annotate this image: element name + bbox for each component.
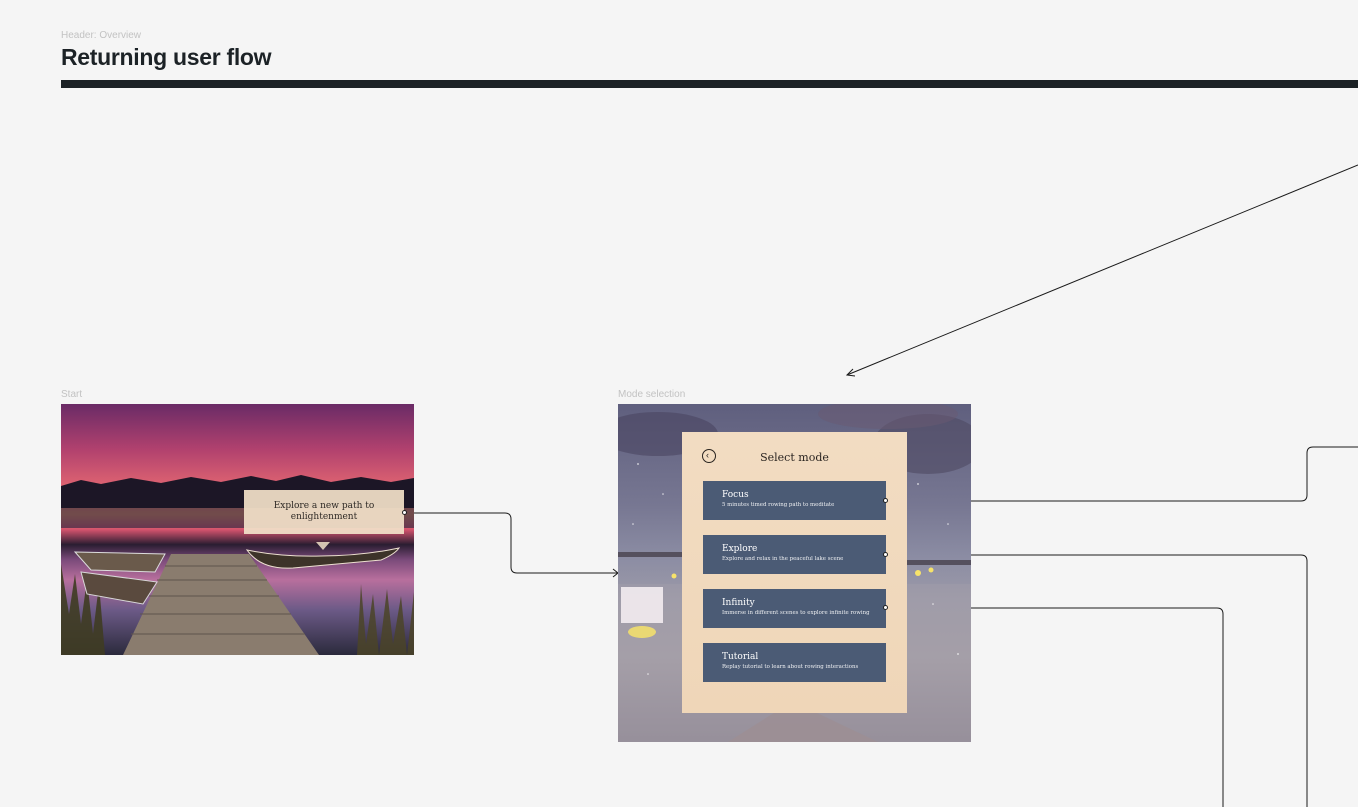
- mode-selection-frame[interactable]: ‹ Select mode Focus 5 minutes timed rowi…: [618, 404, 971, 742]
- mode-description: Replay tutorial to learn about rowing in…: [722, 664, 859, 670]
- mode-title: Tutorial: [722, 652, 759, 662]
- mode-card-explore[interactable]: Explore Explore and relax in the peacefu…: [703, 535, 886, 574]
- frame-label-mode-selection: Mode selection: [618, 389, 686, 400]
- explore-connector: [886, 554, 1308, 807]
- mode-card-tutorial[interactable]: Tutorial Replay tutorial to learn about …: [703, 643, 886, 682]
- mode-card-focus[interactable]: Focus 5 minutes timed rowing path to med…: [703, 481, 886, 520]
- mode-description: Immerse in different scenes to explore i…: [722, 610, 870, 616]
- explore-connector-dot: [883, 552, 888, 557]
- start-tooltip-connector-dot: [402, 510, 407, 515]
- tooltip-pointer: [316, 542, 330, 550]
- start-frame[interactable]: Explore a new path to enlightenment: [61, 404, 414, 655]
- mode-title: Infinity: [722, 598, 755, 608]
- focus-connector-dot: [883, 498, 888, 503]
- diagonal-connector: [846, 164, 1358, 376]
- mode-description: Explore and relax in the peaceful lake s…: [722, 556, 844, 562]
- infinity-connector: [886, 607, 1224, 807]
- panel-title: Select mode: [760, 451, 829, 464]
- mode-title: Focus: [722, 490, 749, 500]
- chevron-left-icon: ‹: [706, 450, 709, 460]
- title-rule: [61, 80, 1358, 88]
- page-title: Returning user flow: [61, 44, 272, 70]
- mode-description: 5 minutes timed rowing path to meditate: [722, 502, 835, 508]
- diagonal-arrowhead: [845, 368, 856, 377]
- start-tooltip[interactable]: Explore a new path to enlightenment: [244, 490, 404, 534]
- infinity-connector-dot: [883, 605, 888, 610]
- frame-label-start: Start: [61, 389, 83, 400]
- header-overline: Header: Overview: [61, 30, 142, 41]
- mode-card-infinity[interactable]: Infinity Immerse in different scenes to …: [703, 589, 886, 628]
- focus-connector: [886, 446, 1358, 502]
- mode-panel: ‹ Select mode Focus 5 minutes timed rowi…: [682, 432, 907, 713]
- mode-title: Explore: [722, 544, 758, 554]
- start-to-mode-connector: [405, 512, 618, 574]
- back-button[interactable]: ‹: [702, 449, 716, 463]
